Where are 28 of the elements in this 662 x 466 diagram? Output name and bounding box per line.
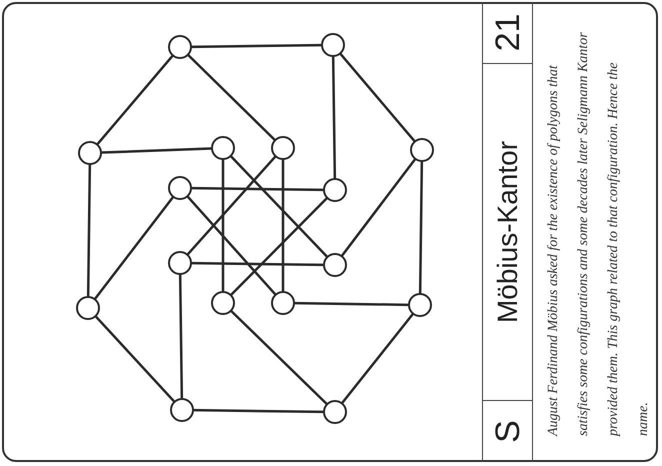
edge-line: [230, 197, 328, 296]
edge-line: [340, 52, 416, 142]
edge-line: [178, 274, 184, 400]
edge-line: [418, 160, 424, 294]
edge-line: [186, 196, 276, 296]
corner-letter: S: [490, 420, 524, 443]
edge-line: [341, 158, 416, 257]
edge-line: [230, 155, 328, 258]
edge-line: [192, 408, 324, 414]
edge-line: [222, 158, 224, 292]
edge-line: [96, 54, 174, 146]
edge-line: [100, 147, 212, 154]
edge-line: [190, 44, 322, 48]
edge-line: [282, 158, 284, 292]
edge-line: [190, 186, 324, 192]
edge-line: [190, 262, 324, 266]
edge-line: [186, 156, 276, 256]
edge-line: [332, 56, 336, 180]
card-number: 21: [490, 14, 524, 52]
edge-line: [94, 196, 174, 300]
edge-line: [294, 302, 410, 306]
edge-line: [94, 316, 176, 402]
card-title: Möbius-Kantor: [494, 140, 522, 324]
edge-line: [341, 313, 414, 404]
edge-line: [86, 164, 92, 298]
description-text: August Ferdinand Möbius asked for the existence of polygons that satisfies some configurations and some decades later Seligmann Kantor provided them. This graph related to that configuration. Hence the name.: [545, 31, 652, 439]
edge-line: [187, 54, 276, 141]
edge-line: [230, 310, 328, 405]
